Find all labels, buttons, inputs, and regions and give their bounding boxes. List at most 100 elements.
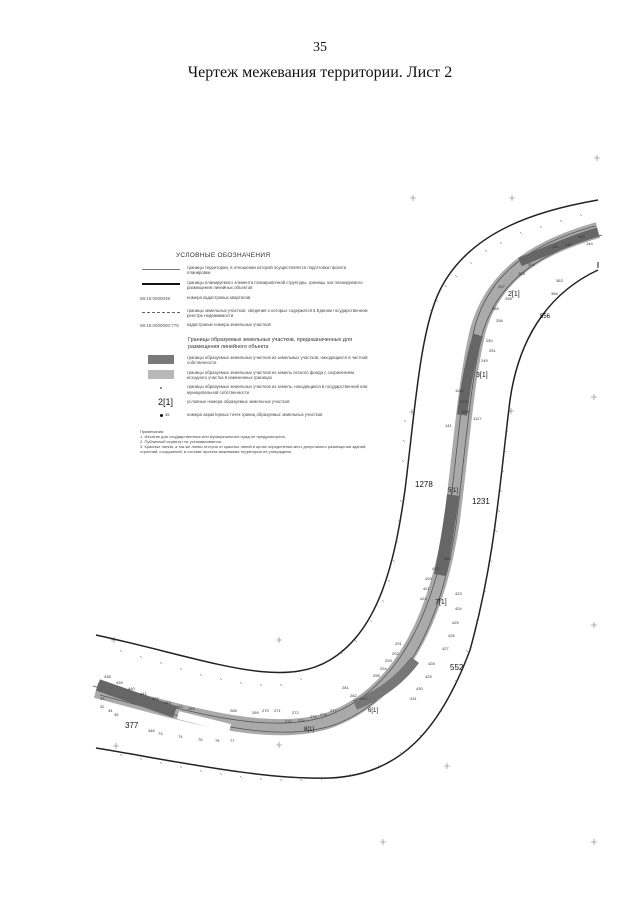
point-number-symbol: 35 bbox=[140, 412, 182, 421]
parcel-label: 5[1] bbox=[448, 488, 458, 494]
svg-text:283: 283 bbox=[360, 696, 367, 701]
svg-text:277: 277 bbox=[330, 708, 337, 713]
page-title: Чертеж межевания территории. Лист 2 bbox=[187, 64, 453, 81]
svg-text:73: 73 bbox=[158, 731, 163, 736]
svg-text:281: 281 bbox=[342, 685, 349, 690]
grid-crosses bbox=[111, 155, 600, 845]
legend-sub-header: Границы образуемых земельных участков, п… bbox=[188, 337, 352, 350]
svg-text:442: 442 bbox=[152, 696, 159, 701]
svg-text:143: 143 bbox=[578, 234, 585, 239]
svg-text:77: 77 bbox=[230, 738, 235, 743]
legend-row-conditional-number: 2[1] условные номера образуемых земельны… bbox=[140, 397, 370, 408]
svg-text:444: 444 bbox=[176, 704, 183, 709]
svg-text:431: 431 bbox=[410, 696, 417, 701]
svg-text:256: 256 bbox=[496, 318, 503, 323]
svg-text:34: 34 bbox=[108, 708, 113, 713]
legend-text: номера характерных точек границ образуем… bbox=[187, 412, 323, 418]
planning-boundary-symbol bbox=[140, 280, 182, 289]
legend-row-territory: границы территории, в отношении которой … bbox=[140, 265, 370, 276]
point-numbers: 141 143 142 144 253 254 257 258 255 256 … bbox=[100, 234, 593, 743]
svg-text:438: 438 bbox=[104, 674, 111, 679]
egrn-boundary-symbol bbox=[140, 308, 182, 317]
cadastral-number: 552 bbox=[450, 663, 464, 672]
svg-text:366: 366 bbox=[551, 291, 558, 296]
svg-text:427: 427 bbox=[442, 646, 449, 651]
svg-text:141: 141 bbox=[445, 423, 452, 428]
territory-boundary-symbol bbox=[140, 265, 182, 274]
svg-text:249: 249 bbox=[481, 358, 488, 363]
svg-text:258: 258 bbox=[505, 296, 512, 301]
legend-text: границы образуемых земельных участков из… bbox=[187, 384, 368, 395]
state-parcel-symbol bbox=[140, 384, 182, 393]
parcel-label: 6[1] bbox=[368, 708, 378, 714]
parcel-dark-5 bbox=[353, 656, 419, 710]
svg-text:422: 422 bbox=[420, 596, 427, 601]
svg-text:282: 282 bbox=[350, 693, 357, 698]
svg-text:76: 76 bbox=[215, 738, 220, 743]
svg-text:363: 363 bbox=[556, 278, 563, 283]
svg-text:270: 270 bbox=[262, 708, 269, 713]
legend-text: кадастровые номера земельных участков bbox=[187, 322, 271, 328]
legend-row-quarter: 69:15:0000039 номера кадастровых квартал… bbox=[140, 295, 370, 304]
svg-text:75: 75 bbox=[198, 737, 203, 742]
svg-text:417: 417 bbox=[432, 566, 439, 571]
svg-text:445: 445 bbox=[188, 706, 195, 711]
parcel-label: 2[1] bbox=[508, 291, 520, 298]
parcel-dark-2 bbox=[434, 494, 459, 577]
svg-text:144: 144 bbox=[586, 241, 593, 246]
legend-title: УСЛОВНЫЕ ОБОЗНАЧЕНИЯ bbox=[176, 252, 271, 259]
forest-parcel-symbol bbox=[140, 369, 182, 379]
cadastral-number: 1278 bbox=[415, 480, 433, 489]
svg-text:251: 251 bbox=[489, 348, 496, 353]
svg-text:250: 250 bbox=[486, 338, 493, 343]
cadastral-number: 1231 bbox=[472, 497, 490, 506]
svg-text:1125: 1125 bbox=[460, 399, 469, 404]
svg-text:35: 35 bbox=[114, 712, 119, 717]
notes-title: Примечания: bbox=[140, 429, 165, 435]
private-parcel-symbol bbox=[140, 354, 182, 364]
svg-text:273: 273 bbox=[285, 719, 292, 724]
parcel-label: 7[1] bbox=[435, 599, 447, 606]
svg-text:257: 257 bbox=[498, 284, 505, 289]
svg-text:293: 293 bbox=[385, 658, 392, 663]
svg-text:295: 295 bbox=[373, 673, 380, 678]
svg-text:294: 294 bbox=[380, 666, 387, 671]
svg-text:1140: 1140 bbox=[455, 388, 464, 393]
svg-text:424: 424 bbox=[455, 606, 462, 611]
svg-text:428: 428 bbox=[428, 661, 435, 666]
svg-text:269: 269 bbox=[252, 710, 259, 715]
svg-text:291: 291 bbox=[395, 641, 402, 646]
legend-text: границы земельных участков, сведения о к… bbox=[187, 307, 368, 319]
svg-text:439: 439 bbox=[116, 680, 123, 685]
svg-text:255: 255 bbox=[492, 306, 499, 311]
legend-text: номера кадастровых кварталов bbox=[187, 294, 251, 300]
legend-text: границы планируемого элемента планировоч… bbox=[187, 279, 363, 291]
svg-text:425: 425 bbox=[452, 620, 459, 625]
conditional-number-symbol: 2[1] bbox=[158, 397, 174, 408]
svg-text:423: 423 bbox=[455, 591, 462, 596]
svg-text:429: 429 bbox=[425, 674, 432, 679]
svg-text:33: 33 bbox=[100, 696, 105, 701]
svg-text:141: 141 bbox=[552, 244, 559, 249]
note-item: 3. Красные линии, а так же линии отступа… bbox=[140, 444, 367, 455]
svg-text:1126: 1126 bbox=[461, 409, 470, 414]
parcel-label: 3[1] bbox=[476, 372, 488, 379]
note-item: 2. Публичный сервитут не устанавливается… bbox=[140, 439, 223, 445]
svg-text:253: 253 bbox=[518, 271, 525, 276]
legend-text: границы территории, в отношении которой … bbox=[187, 265, 347, 276]
svg-text:268: 268 bbox=[230, 708, 237, 713]
cadastral-quarter-symbol: 69:15:0000039 bbox=[140, 295, 171, 301]
note-item: 1. Изъятие для государственных или муниц… bbox=[140, 434, 286, 440]
outer-boundary-lower bbox=[95, 269, 599, 779]
cadastral-number: 556 bbox=[540, 314, 551, 320]
legend-row-private: границы образуемых земельных участков из… bbox=[140, 354, 370, 366]
svg-text:272: 272 bbox=[292, 710, 299, 715]
outer-boundary-upper bbox=[95, 199, 599, 674]
svg-text:441: 441 bbox=[140, 691, 147, 696]
legend-notes: Примечания: 1. Изъятие для государственн… bbox=[140, 429, 370, 454]
svg-text:416: 416 bbox=[444, 556, 451, 561]
legend-row-cadastral-number: 69:15:0000000:775 кадастровые номера зем… bbox=[140, 322, 370, 331]
svg-text:1127: 1127 bbox=[473, 416, 482, 421]
legend-row-egrn: границы земельных участков, сведения о к… bbox=[140, 308, 370, 319]
parcel-white-1 bbox=[177, 711, 231, 732]
